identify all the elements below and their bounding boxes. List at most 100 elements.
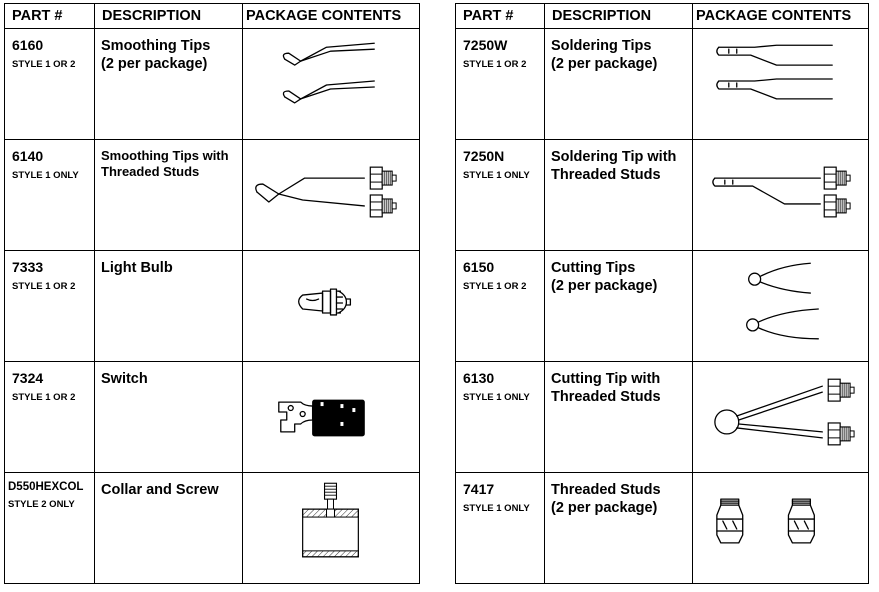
style-note: STYLE 1 ONLY xyxy=(12,170,79,181)
header-package-contents: PACKAGE CONTENTS xyxy=(692,3,869,29)
header-row: PART # DESCRIPTION PACKAGE CONTENTS xyxy=(4,3,420,29)
part-number-cell: 6140 STYLE 1 ONLY xyxy=(4,139,95,251)
part-number-cell: 7333 STYLE 1 OR 2 xyxy=(4,250,95,362)
style-note: STYLE 1 OR 2 xyxy=(463,59,527,70)
parts-table-right: PART # DESCRIPTION PACKAGE CONTENTS 7250… xyxy=(455,3,869,584)
part-number-cell: 7250N STYLE 1 ONLY xyxy=(455,139,545,251)
description-line-2: (2 per package) xyxy=(551,500,658,516)
style-note: STYLE 1 OR 2 xyxy=(463,281,527,292)
description-line-2: Threaded Studs xyxy=(101,164,200,179)
package-contents-cell xyxy=(692,361,869,473)
package-contents-cell xyxy=(242,28,420,140)
description-line-2: (2 per package) xyxy=(101,56,208,72)
part-number: D550HEXCOL xyxy=(8,481,84,493)
header-part-number: PART # xyxy=(455,3,545,29)
smoothing-tips-icon xyxy=(282,42,375,104)
style-note: STYLE 2 ONLY xyxy=(8,499,75,510)
style-note: STYLE 1 OR 2 xyxy=(12,59,76,70)
package-contents-cell xyxy=(242,361,420,473)
description-cell: Smoothing Tips (2 per package) xyxy=(94,28,243,140)
soldering-tip-threaded-studs-icon xyxy=(712,166,851,218)
part-number: 6130 xyxy=(463,370,495,386)
description-line-1: Smoothing Tips xyxy=(101,38,211,54)
table-row: 6160 STYLE 1 OR 2 Smoothing Tips (2 per … xyxy=(4,28,420,140)
style-note: STYLE 1 OR 2 xyxy=(12,281,76,292)
table-row: D550HEXCOL STYLE 2 ONLY Collar and Screw xyxy=(4,472,420,584)
table-row: 7324 STYLE 1 OR 2 Switch xyxy=(4,361,420,473)
collar-and-screw-icon xyxy=(302,482,359,558)
table-row: 6130 STYLE 1 ONLY Cutting Tip with Threa… xyxy=(455,361,869,473)
package-contents-cell xyxy=(692,28,869,140)
table-row: 7250N STYLE 1 ONLY Soldering Tip with Th… xyxy=(455,139,869,251)
description-cell: Light Bulb xyxy=(94,250,243,362)
description-line-1: Light Bulb xyxy=(101,260,173,276)
style-note: STYLE 1 ONLY xyxy=(463,392,530,403)
parts-table-left: PART # DESCRIPTION PACKAGE CONTENTS 6160… xyxy=(4,3,420,584)
description: Smoothing Tips with Threaded Studs xyxy=(101,148,242,180)
description-cell: Soldering Tips (2 per package) xyxy=(544,28,693,140)
header-package-contents: PACKAGE CONTENTS xyxy=(242,3,420,29)
description: Cutting Tips (2 per package) xyxy=(551,259,692,295)
header-description: DESCRIPTION xyxy=(94,3,243,29)
description-line-2: Threaded Studs xyxy=(551,167,661,183)
description-line-1: Smoothing Tips with xyxy=(101,148,229,163)
description-line-1: Switch xyxy=(101,371,148,387)
part-number-cell: 7324 STYLE 1 OR 2 xyxy=(4,361,95,473)
part-number: 6160 xyxy=(12,37,44,53)
table-row: 7417 STYLE 1 ONLY Threaded Studs (2 per … xyxy=(455,472,869,584)
smoothing-tip-threaded-studs-icon xyxy=(255,166,397,218)
description: Soldering Tip with Threaded Studs xyxy=(551,148,692,184)
description-line-2: (2 per package) xyxy=(551,56,658,72)
description: Soldering Tips (2 per package) xyxy=(551,37,692,73)
table-row: 7250W STYLE 1 OR 2 Soldering Tips (2 per… xyxy=(455,28,869,140)
part-number: 7250N xyxy=(463,148,505,164)
description-cell: Switch xyxy=(94,361,243,473)
package-contents-cell xyxy=(242,472,420,584)
part-number-cell: 6130 STYLE 1 ONLY xyxy=(455,361,545,473)
package-contents-cell xyxy=(692,472,869,584)
cutting-tips-icon xyxy=(746,262,819,340)
header-part-number: PART # xyxy=(4,3,95,29)
description-cell: Threaded Studs (2 per package) xyxy=(544,472,693,584)
soldering-tips-icon xyxy=(716,44,833,100)
package-contents-cell xyxy=(242,139,420,251)
header-row: PART # DESCRIPTION PACKAGE CONTENTS xyxy=(455,3,869,29)
description-line-1: Cutting Tips xyxy=(551,260,636,276)
part-number: 7417 xyxy=(463,481,495,497)
part-number-cell: 6150 STYLE 1 OR 2 xyxy=(455,250,545,362)
table-row: 6140 STYLE 1 ONLY Smoothing Tips with Th… xyxy=(4,139,420,251)
description: Cutting Tip with Threaded Studs xyxy=(551,370,692,406)
style-note: STYLE 1 OR 2 xyxy=(12,392,76,403)
cutting-tip-threaded-studs-icon xyxy=(714,378,855,446)
description-line-1: Collar and Screw xyxy=(101,482,219,498)
table-row: 7333 STYLE 1 OR 2 Light Bulb xyxy=(4,250,420,362)
part-number-cell: 7417 STYLE 1 ONLY xyxy=(455,472,545,584)
description-line-1: Threaded Studs xyxy=(551,482,661,498)
package-contents-cell xyxy=(242,250,420,362)
description-cell: Cutting Tip with Threaded Studs xyxy=(544,361,693,473)
description: Smoothing Tips (2 per package) xyxy=(101,37,242,73)
part-number: 7333 xyxy=(12,259,44,275)
description-line-1: Soldering Tips xyxy=(551,38,652,54)
description-cell: Soldering Tip with Threaded Studs xyxy=(544,139,693,251)
description: Collar and Screw xyxy=(101,481,242,499)
part-number: 7324 xyxy=(12,370,44,386)
part-number: 7250W xyxy=(463,37,508,53)
description-line-2: Threaded Studs xyxy=(551,389,661,405)
part-number-cell: D550HEXCOL STYLE 2 ONLY xyxy=(4,472,95,584)
description-line-2: (2 per package) xyxy=(551,278,658,294)
description-cell: Smoothing Tips with Threaded Studs xyxy=(94,139,243,251)
threaded-studs-icon xyxy=(716,498,815,544)
part-number: 6140 xyxy=(12,148,44,164)
part-number-cell: 7250W STYLE 1 OR 2 xyxy=(455,28,545,140)
light-bulb-icon xyxy=(298,288,352,316)
style-note: STYLE 1 ONLY xyxy=(463,170,530,181)
style-note: STYLE 1 ONLY xyxy=(463,503,530,514)
description-cell: Collar and Screw xyxy=(94,472,243,584)
description-line-1: Cutting Tip with xyxy=(551,371,661,387)
table-row: 6150 STYLE 1 OR 2 Cutting Tips (2 per pa… xyxy=(455,250,869,362)
description-line-1: Soldering Tip with xyxy=(551,149,677,165)
description-cell: Cutting Tips (2 per package) xyxy=(544,250,693,362)
part-number-cell: 6160 STYLE 1 OR 2 xyxy=(4,28,95,140)
header-description: DESCRIPTION xyxy=(544,3,693,29)
